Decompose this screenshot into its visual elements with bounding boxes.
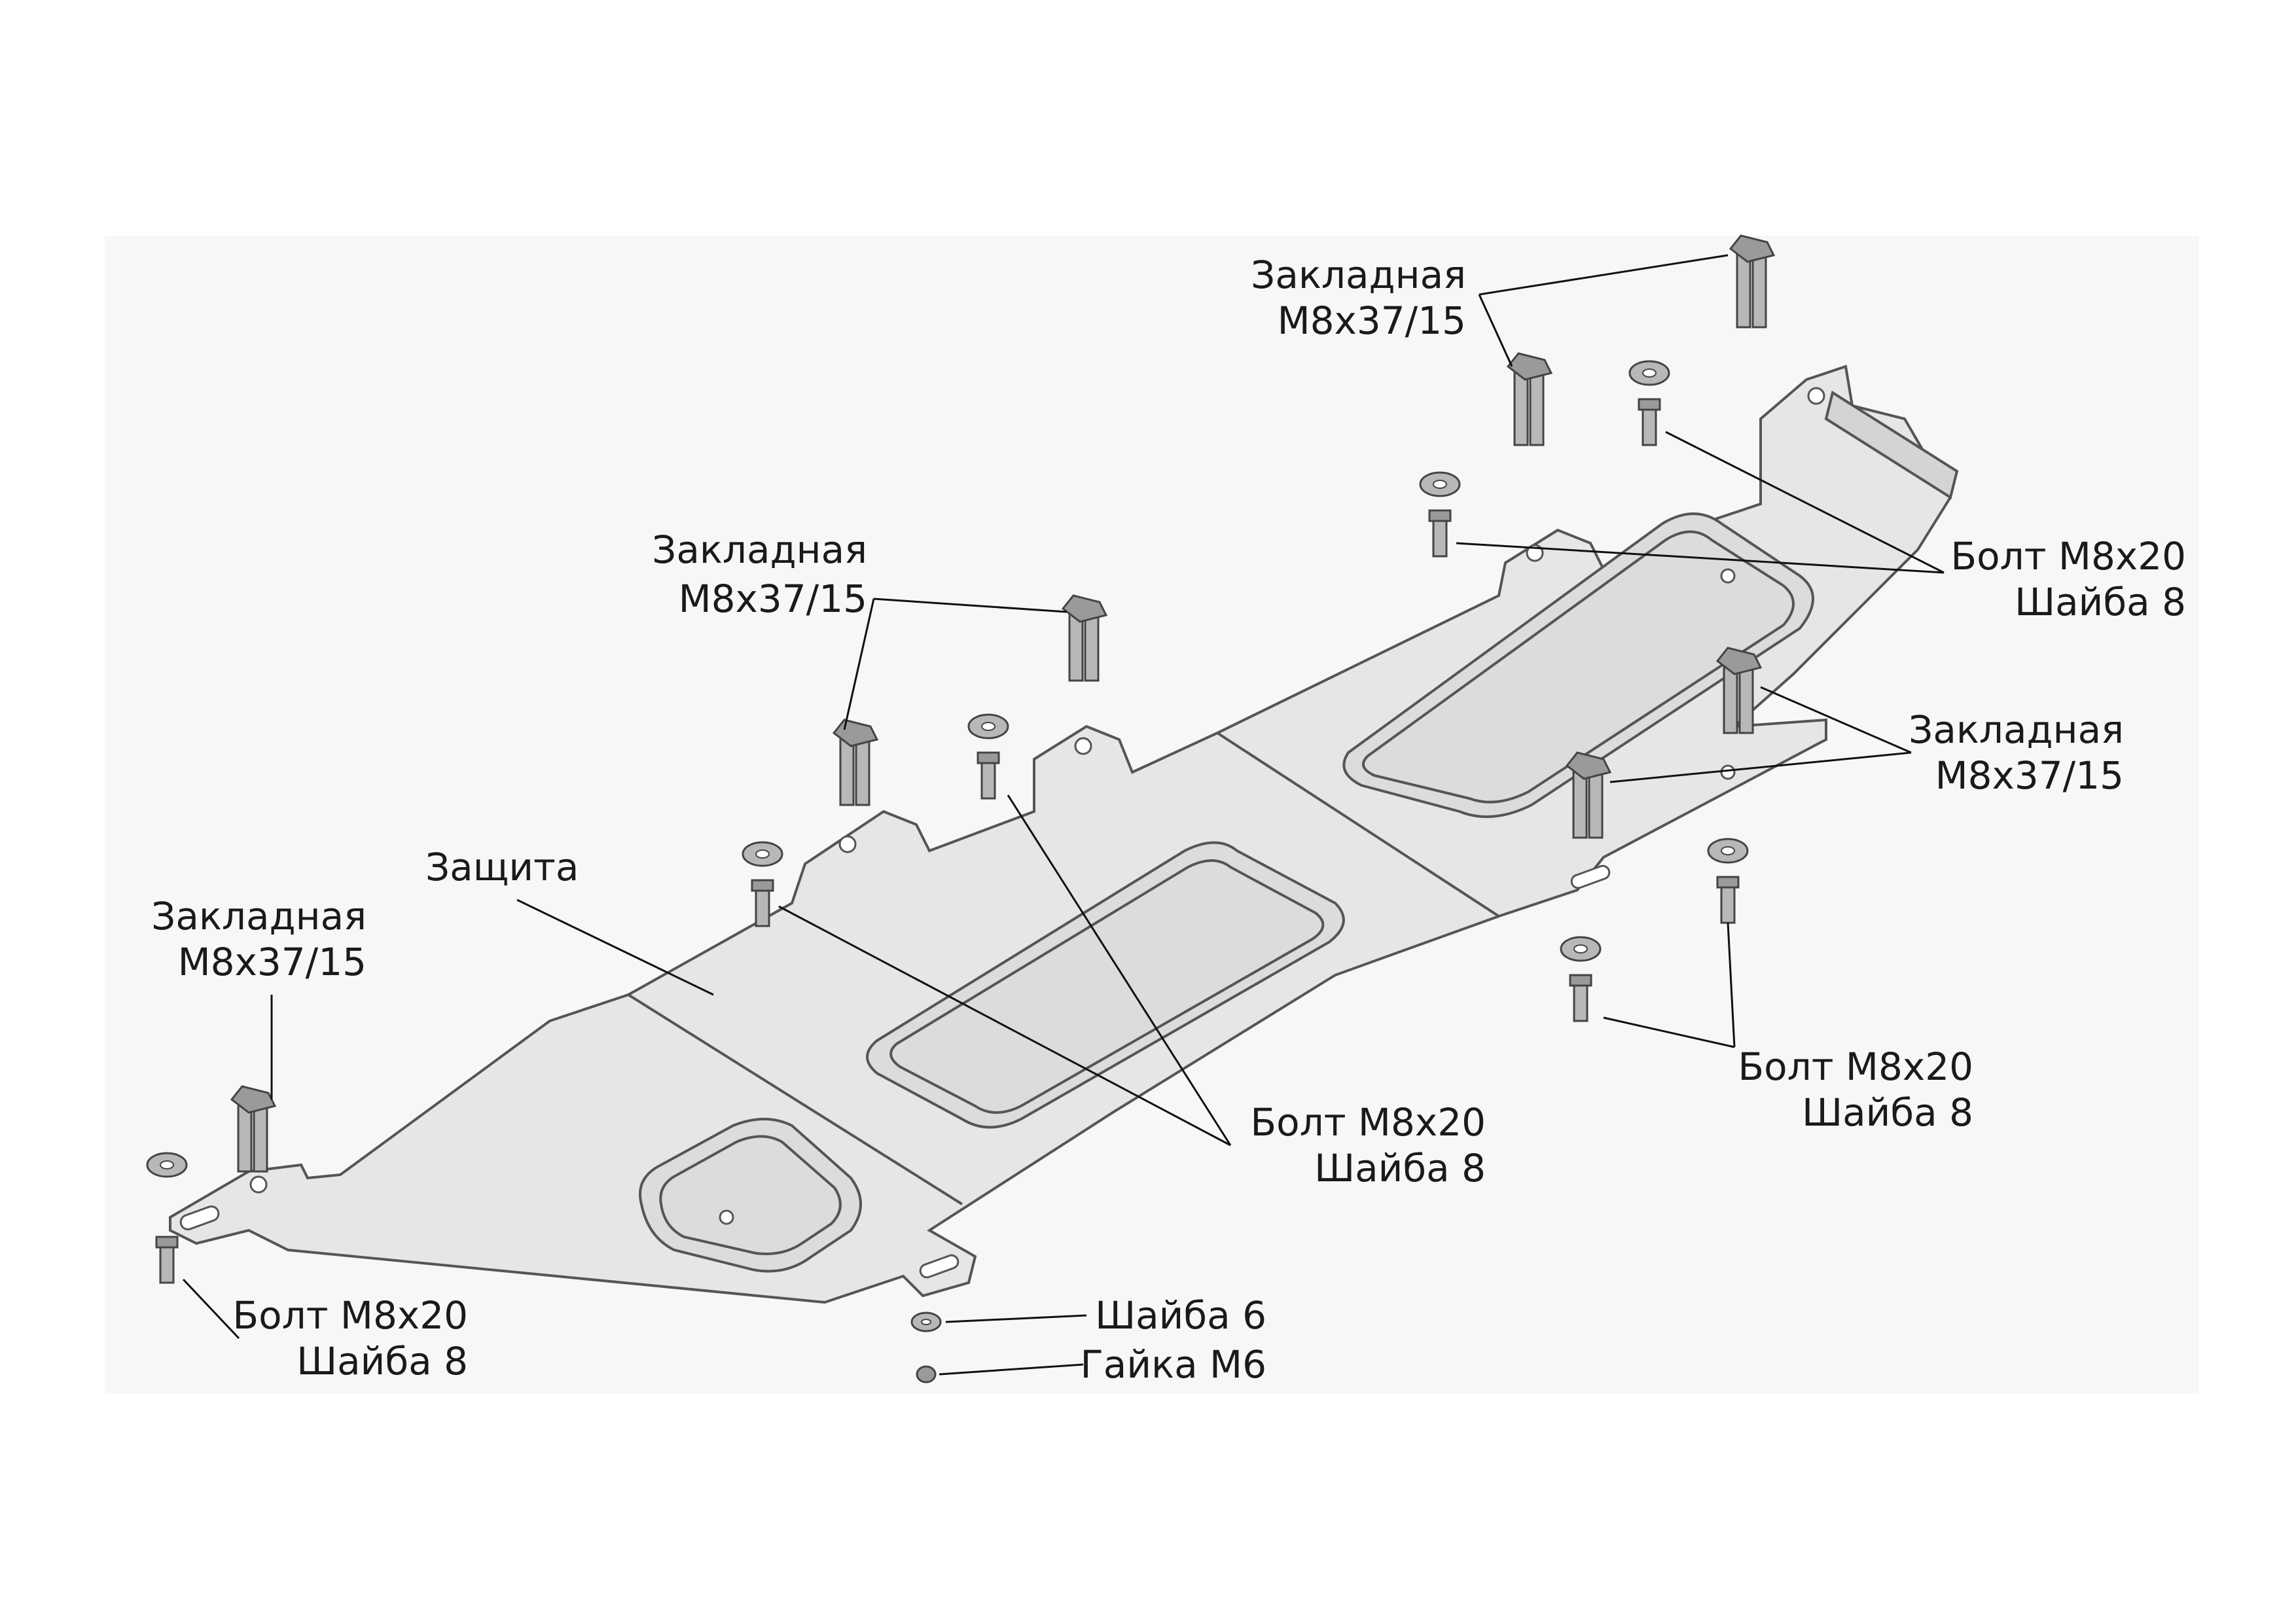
washer-bolt-set xyxy=(742,841,783,927)
callout-bolt-center: Болт М8х20 Шайба 8 xyxy=(1250,1100,1486,1190)
callout-bolt-right-bottom-line1: Болт М8х20 xyxy=(1738,1044,1973,1089)
insert-part xyxy=(1565,751,1612,839)
callout-nut6: Гайка М6 xyxy=(1080,1342,1266,1387)
callout-nut6-line1: Гайка М6 xyxy=(1080,1342,1266,1387)
washer-bolt-set xyxy=(1628,360,1670,446)
callout-bolt-center-line1: Болт М8х20 xyxy=(1250,1100,1486,1145)
callout-insert-left: Закладная М8х37/15 xyxy=(151,894,367,984)
callout-bolt-left: Болт М8х20 Шайба 8 xyxy=(232,1293,468,1383)
callout-bolt-left-line1: Болт М8х20 xyxy=(232,1293,468,1338)
callout-insert-mid-line1: Закладная xyxy=(652,527,867,572)
callout-insert-left-line2: М8х37/15 xyxy=(178,940,367,984)
insert-part xyxy=(230,1085,277,1173)
washer-bolt-set xyxy=(967,713,1009,800)
nut-m6-part xyxy=(916,1365,937,1383)
callout-insert-right-line1: Закладная xyxy=(1909,707,2124,752)
callout-bolt-right-top-line2: Шайба 8 xyxy=(2015,580,2186,624)
callout-bolt-right-top-line1: Болт М8х20 xyxy=(1950,534,2186,579)
leader-lines xyxy=(182,254,1945,1376)
callout-bolt-right-bottom-line2: Шайба 8 xyxy=(1802,1090,1973,1135)
washer-bolt-set xyxy=(1419,471,1461,558)
washer-bolt-set xyxy=(1560,936,1602,1022)
callout-washer6-line1: Шайба 6 xyxy=(1095,1293,1266,1338)
callout-bolt-right-top: Болт М8х20 Шайба 8 xyxy=(1950,534,2186,624)
washer-bolt-set xyxy=(1707,838,1749,924)
callout-insert-top-line2: М8х37/15 xyxy=(1278,298,1466,343)
washer-6-part xyxy=(910,1311,942,1332)
callout-insert-mid-line2: М8х37/15 xyxy=(679,577,867,621)
callout-insert-top: Закладная М8х37/15 xyxy=(1251,253,1466,343)
callout-insert-right: Закладная М8х37/15 xyxy=(1909,707,2124,798)
insert-part xyxy=(1729,234,1776,329)
insert-part xyxy=(1061,594,1108,682)
insert-part xyxy=(1715,647,1763,734)
insert-part xyxy=(1506,352,1553,446)
callout-insert-left-line1: Закладная xyxy=(151,894,367,938)
callout-bolt-right-bottom: Болт М8х20 Шайба 8 xyxy=(1738,1044,1973,1135)
callout-insert-mid: Закладная М8х37/15 xyxy=(652,527,867,621)
callout-washer6: Шайба 6 xyxy=(1095,1293,1266,1338)
guard-plate xyxy=(169,365,1959,1304)
washer-bolt-set xyxy=(146,1152,188,1284)
callout-insert-right-line2: М8х37/15 xyxy=(1935,753,2124,798)
callout-guard: Защита xyxy=(425,845,579,889)
callout-bolt-left-line2: Шайба 8 xyxy=(296,1339,468,1383)
callout-insert-top-line1: Закладная xyxy=(1251,253,1466,297)
callout-guard-line1: Защита xyxy=(425,845,579,889)
callout-bolt-center-line2: Шайба 8 xyxy=(1314,1146,1486,1190)
